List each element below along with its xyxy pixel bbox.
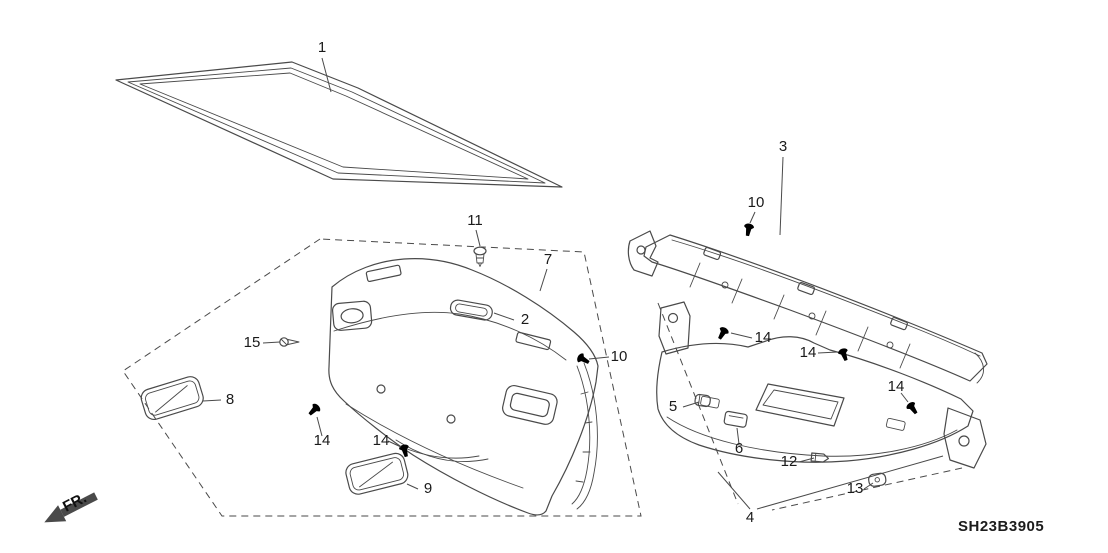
leader-line: [749, 211, 756, 224]
lid-part-8: [140, 376, 204, 421]
callout-part-14: 14: [373, 432, 390, 449]
leader-line: [798, 457, 815, 463]
leader-line: [493, 312, 515, 321]
callout-part-14: 14: [314, 432, 331, 449]
callout-part-11: 11: [467, 212, 483, 229]
callout-part-2: 2: [521, 311, 529, 328]
lid-part-9: [345, 452, 409, 495]
callout-part-8: 8: [226, 391, 234, 408]
leader-line: [539, 268, 548, 292]
callout-part-4: 4: [746, 509, 754, 526]
callout-part-6: 6: [735, 440, 743, 457]
callout-part-12: 12: [781, 453, 798, 470]
callout-part-10: 10: [748, 194, 765, 211]
lower-garnish-part-4: [656, 301, 987, 469]
clip-part-14: [904, 400, 921, 417]
callout-part-1: 1: [318, 39, 326, 56]
leader-line: [588, 356, 610, 360]
leader-line: [406, 483, 419, 490]
callout-part-14: 14: [800, 344, 817, 361]
leader-line: [682, 401, 700, 408]
leader-line: [730, 332, 753, 339]
leader-line: [717, 471, 751, 510]
callout-part-15: 15: [244, 334, 261, 351]
callout-part-14: 14: [888, 378, 905, 395]
upper-garnish-part-3: [627, 230, 988, 384]
clip-part-13: [868, 472, 887, 487]
grommet-part-6: [723, 410, 748, 428]
fr-arrow-icon: [44, 492, 98, 523]
tailgate-lining-part-7: [328, 258, 599, 516]
leader-line: [202, 399, 222, 402]
clip-part-10-upper: [742, 222, 755, 237]
leader-line: [475, 229, 481, 247]
fr-direction: FR.: [44, 489, 98, 523]
boundary-dashed-lines: [122, 238, 963, 517]
callout-part-7: 7: [544, 251, 552, 268]
leader-line: [321, 57, 332, 93]
screw-part-15: [279, 337, 300, 347]
leader-line: [863, 482, 874, 490]
clip-part-14: [715, 325, 731, 342]
clip-part-14: [306, 402, 322, 418]
cap-part-2: [449, 299, 493, 321]
leader-line: [900, 392, 909, 403]
clip-part-10-side: [575, 351, 592, 367]
clip-part-12: [810, 452, 830, 463]
leader-line: [779, 156, 784, 236]
callout-part-14: 14: [755, 329, 772, 346]
callout-part-3: 3: [779, 138, 787, 155]
clip-part-14: [837, 347, 851, 363]
handle-recess: [331, 300, 373, 331]
callouts: 1 11 7 3 10 2 10 15 8 14 14 9 5 14 14 6 …: [226, 39, 905, 526]
leader-line: [316, 416, 323, 437]
weatherstrip-part-1: [115, 61, 563, 188]
screw-part-11: [473, 246, 487, 267]
leader-line: [387, 440, 402, 448]
leader-line: [817, 351, 839, 354]
leader-line: [736, 427, 740, 445]
callout-part-10: 10: [611, 348, 628, 365]
callout-part-9: 9: [424, 480, 432, 497]
pull-pocket: [502, 384, 558, 425]
clip-part-5: [694, 393, 711, 408]
leader-line: [262, 341, 281, 344]
side-trim-strip: [571, 362, 598, 510]
leader-lines: [202, 57, 944, 510]
leader-line: [756, 455, 944, 510]
callout-part-13: 13: [847, 480, 864, 497]
callout-part-5: 5: [669, 398, 677, 415]
diagram-code: SH23B3905: [958, 518, 1044, 535]
